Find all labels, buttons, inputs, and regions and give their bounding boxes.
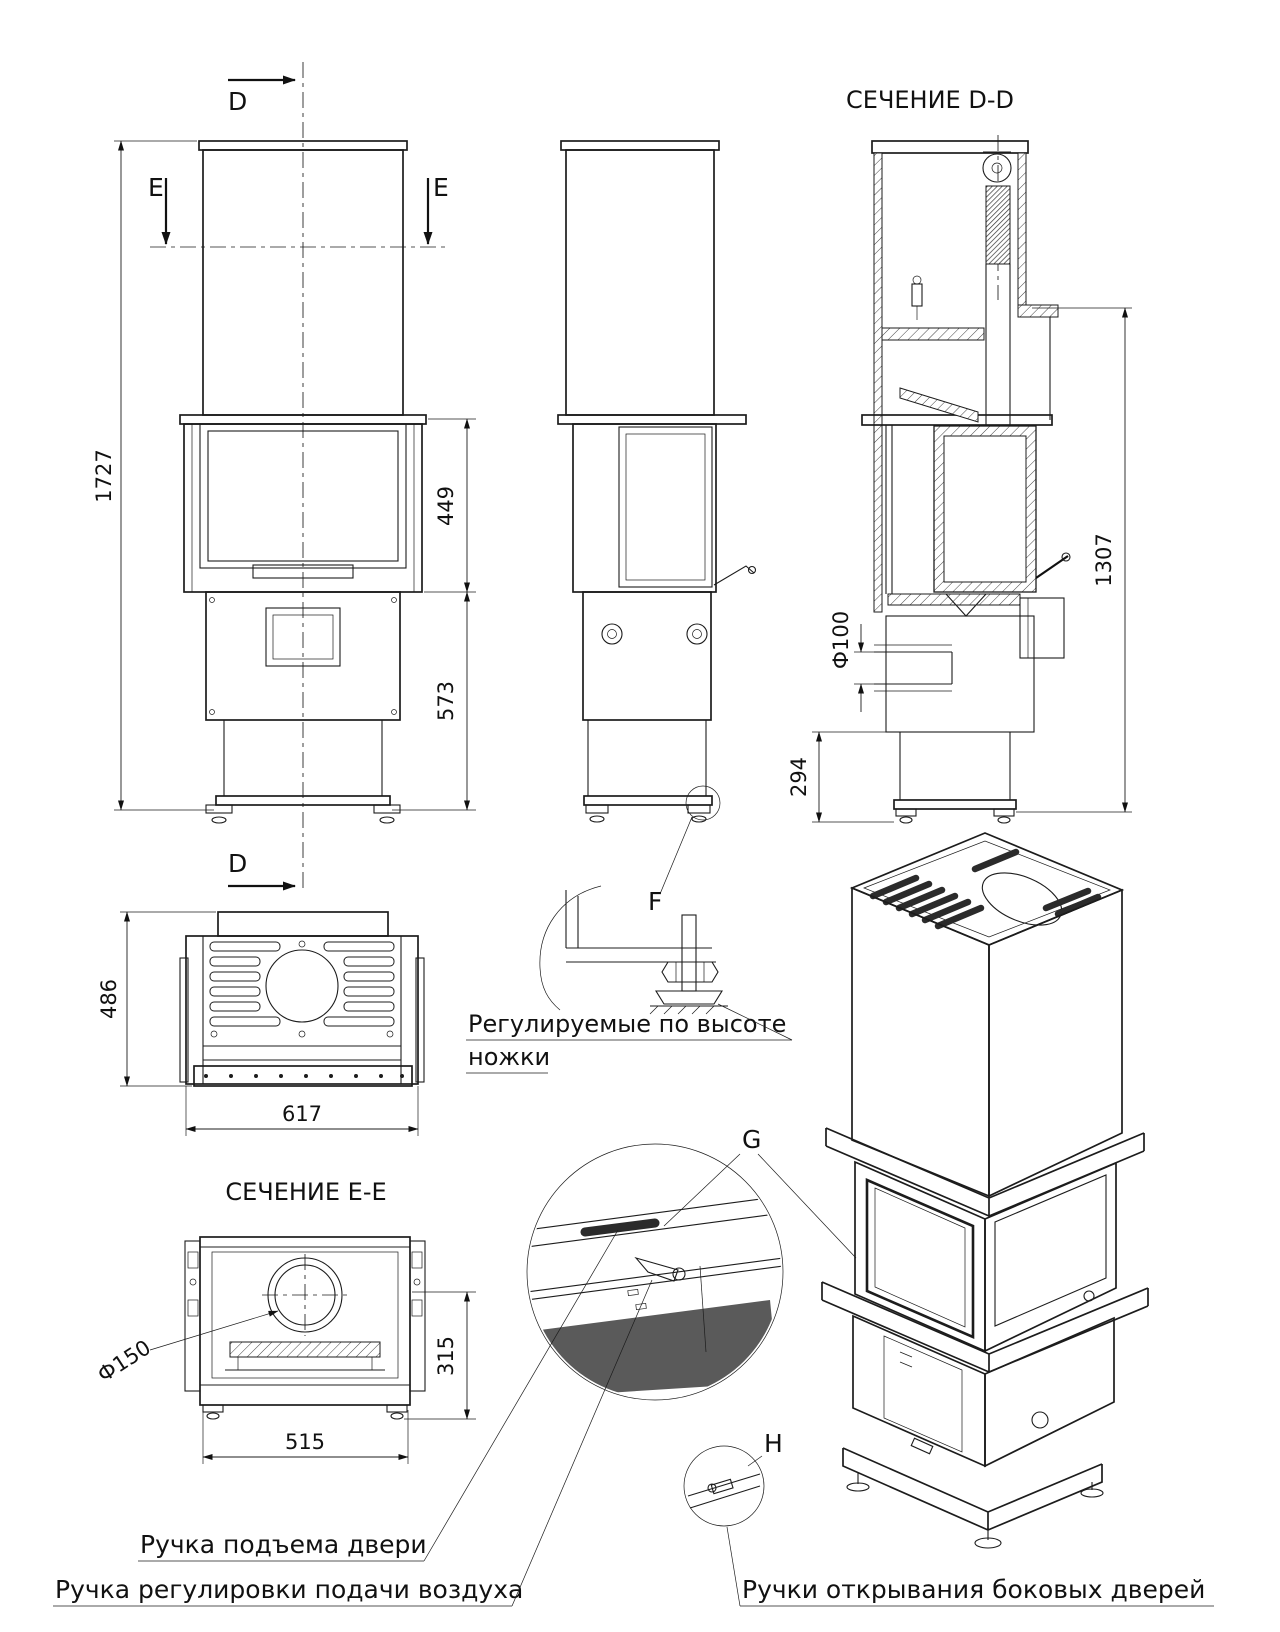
dim-lower-height: 573 — [434, 681, 458, 721]
cut-label-e-left: E — [148, 173, 164, 202]
cut-label-e-right: E — [433, 173, 449, 202]
dim-dd-flue-diameter: Ф100 — [829, 611, 853, 669]
dim-overall-height: 1727 — [92, 449, 116, 502]
dim-top-depth: 486 — [97, 979, 121, 1019]
detail-g-view: G — [526, 1125, 857, 1401]
dim-ee-opening-width: 515 — [285, 1430, 325, 1454]
front-view: D D E E 1727 449 573 — [92, 62, 476, 891]
detail-label-f: F — [648, 887, 662, 916]
isometric-view — [821, 832, 1149, 1549]
callout-labels: Ручка подъема двери Ручка регулировки по… — [53, 1229, 1214, 1607]
note-adjustable-legs-line2: ножки — [468, 1043, 550, 1071]
section-ee-title: СЕЧЕНИЕ E-E — [225, 1178, 386, 1206]
detail-h-view: H — [683, 1429, 783, 1527]
cut-label-d-top: D — [228, 87, 247, 116]
note-adjustable-legs-line1: Регулируемые по высоте — [468, 1010, 786, 1038]
dim-ee-flue-diameter: Ф150 — [93, 1335, 155, 1387]
side-view — [557, 140, 757, 895]
dim-top-width: 617 — [282, 1102, 322, 1126]
dim-window-height: 449 — [434, 486, 458, 526]
section-ee-view: СЕЧЕНИЕ E-E Ф150 315 515 — [93, 1178, 476, 1464]
dim-dd-inner-height: 1307 — [1092, 533, 1116, 586]
section-dd-title: СЕЧЕНИЕ D-D — [846, 86, 1014, 114]
label-air-control-handle: Ручка регулировки подачи воздуха — [55, 1575, 523, 1604]
dim-dd-base-height: 294 — [787, 757, 811, 797]
label-door-lift-handle: Ручка подъема двери — [140, 1530, 427, 1559]
section-dd-view: СЕЧЕНИЕ D-D — [787, 86, 1132, 824]
cut-label-d-bottom: D — [228, 849, 247, 878]
dim-ee-opening-height: 315 — [434, 1336, 458, 1376]
rear-view: 486 617 — [97, 911, 425, 1136]
detail-f-view: F Регулируемые по высоте ножки — [466, 885, 793, 1074]
label-side-door-handles: Ручки открывания боковых дверей — [742, 1575, 1205, 1604]
detail-label-g: G — [742, 1125, 761, 1154]
detail-label-h: H — [764, 1429, 783, 1458]
